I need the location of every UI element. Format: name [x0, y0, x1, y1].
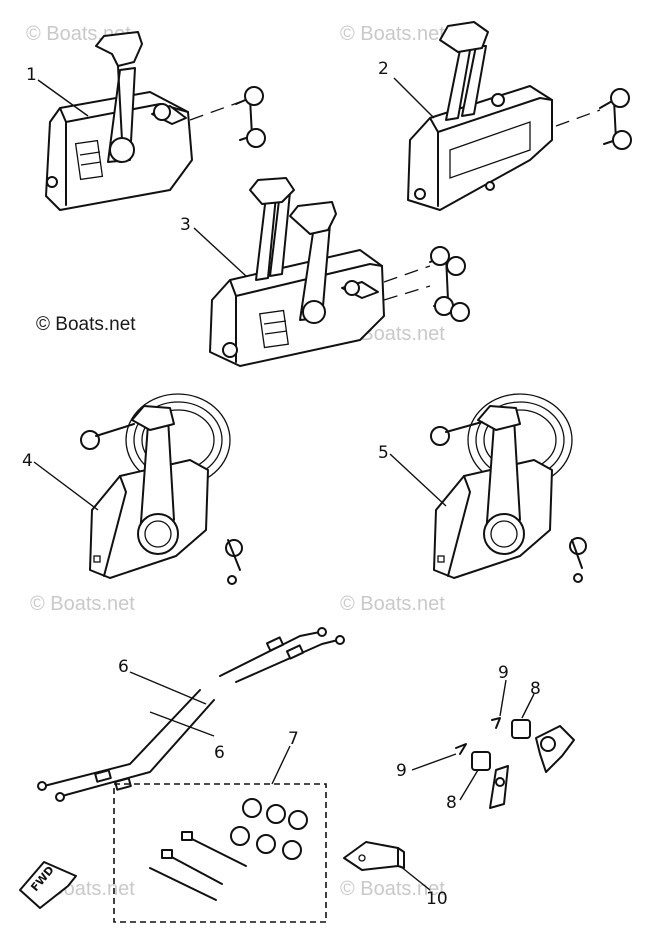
part-6-control-cables [37, 627, 345, 802]
watermark: © Boats.net [340, 593, 445, 615]
part-10-bracket [343, 841, 405, 871]
callout-8a: 8 [530, 679, 541, 699]
callout-1: 1 [26, 65, 37, 85]
part-5-remote-control-side [430, 393, 587, 583]
part-1-remote-control-single [45, 31, 266, 211]
callout-5: 5 [378, 443, 389, 463]
part-3-remote-control-twin [209, 177, 470, 367]
callout-9b: 9 [396, 761, 407, 781]
callout-9a: 9 [498, 663, 509, 683]
callout-7: 7 [288, 729, 299, 749]
callout-2: 2 [378, 59, 389, 79]
callout-6a: 6 [118, 657, 129, 677]
callout-6b: 6 [214, 743, 225, 763]
parts-8-9-clips [455, 717, 575, 809]
callout-labels: 1 2 3 4 5 6 6 7 8 8 9 9 10 [22, 59, 541, 909]
watermark: © Boats.net [30, 593, 135, 615]
watermark-dark: © Boats.net [36, 314, 136, 335]
callout-3: 3 [180, 215, 191, 235]
callout-8b: 8 [446, 793, 457, 813]
watermark: © Boats.net [340, 878, 445, 900]
part-7-hardware-kit [113, 783, 327, 923]
callout-10: 10 [426, 889, 448, 909]
part-4-remote-control-side [80, 393, 243, 585]
watermark: © Boats.net [340, 23, 445, 45]
watermarks: © Boats.net © Boats.net © Boats.net © Bo… [26, 23, 445, 900]
callout-4: 4 [22, 451, 33, 471]
part-2-remote-control-top [407, 21, 632, 211]
fwd-arrow: FWD [19, 861, 77, 909]
leader-lines [33, 77, 535, 891]
